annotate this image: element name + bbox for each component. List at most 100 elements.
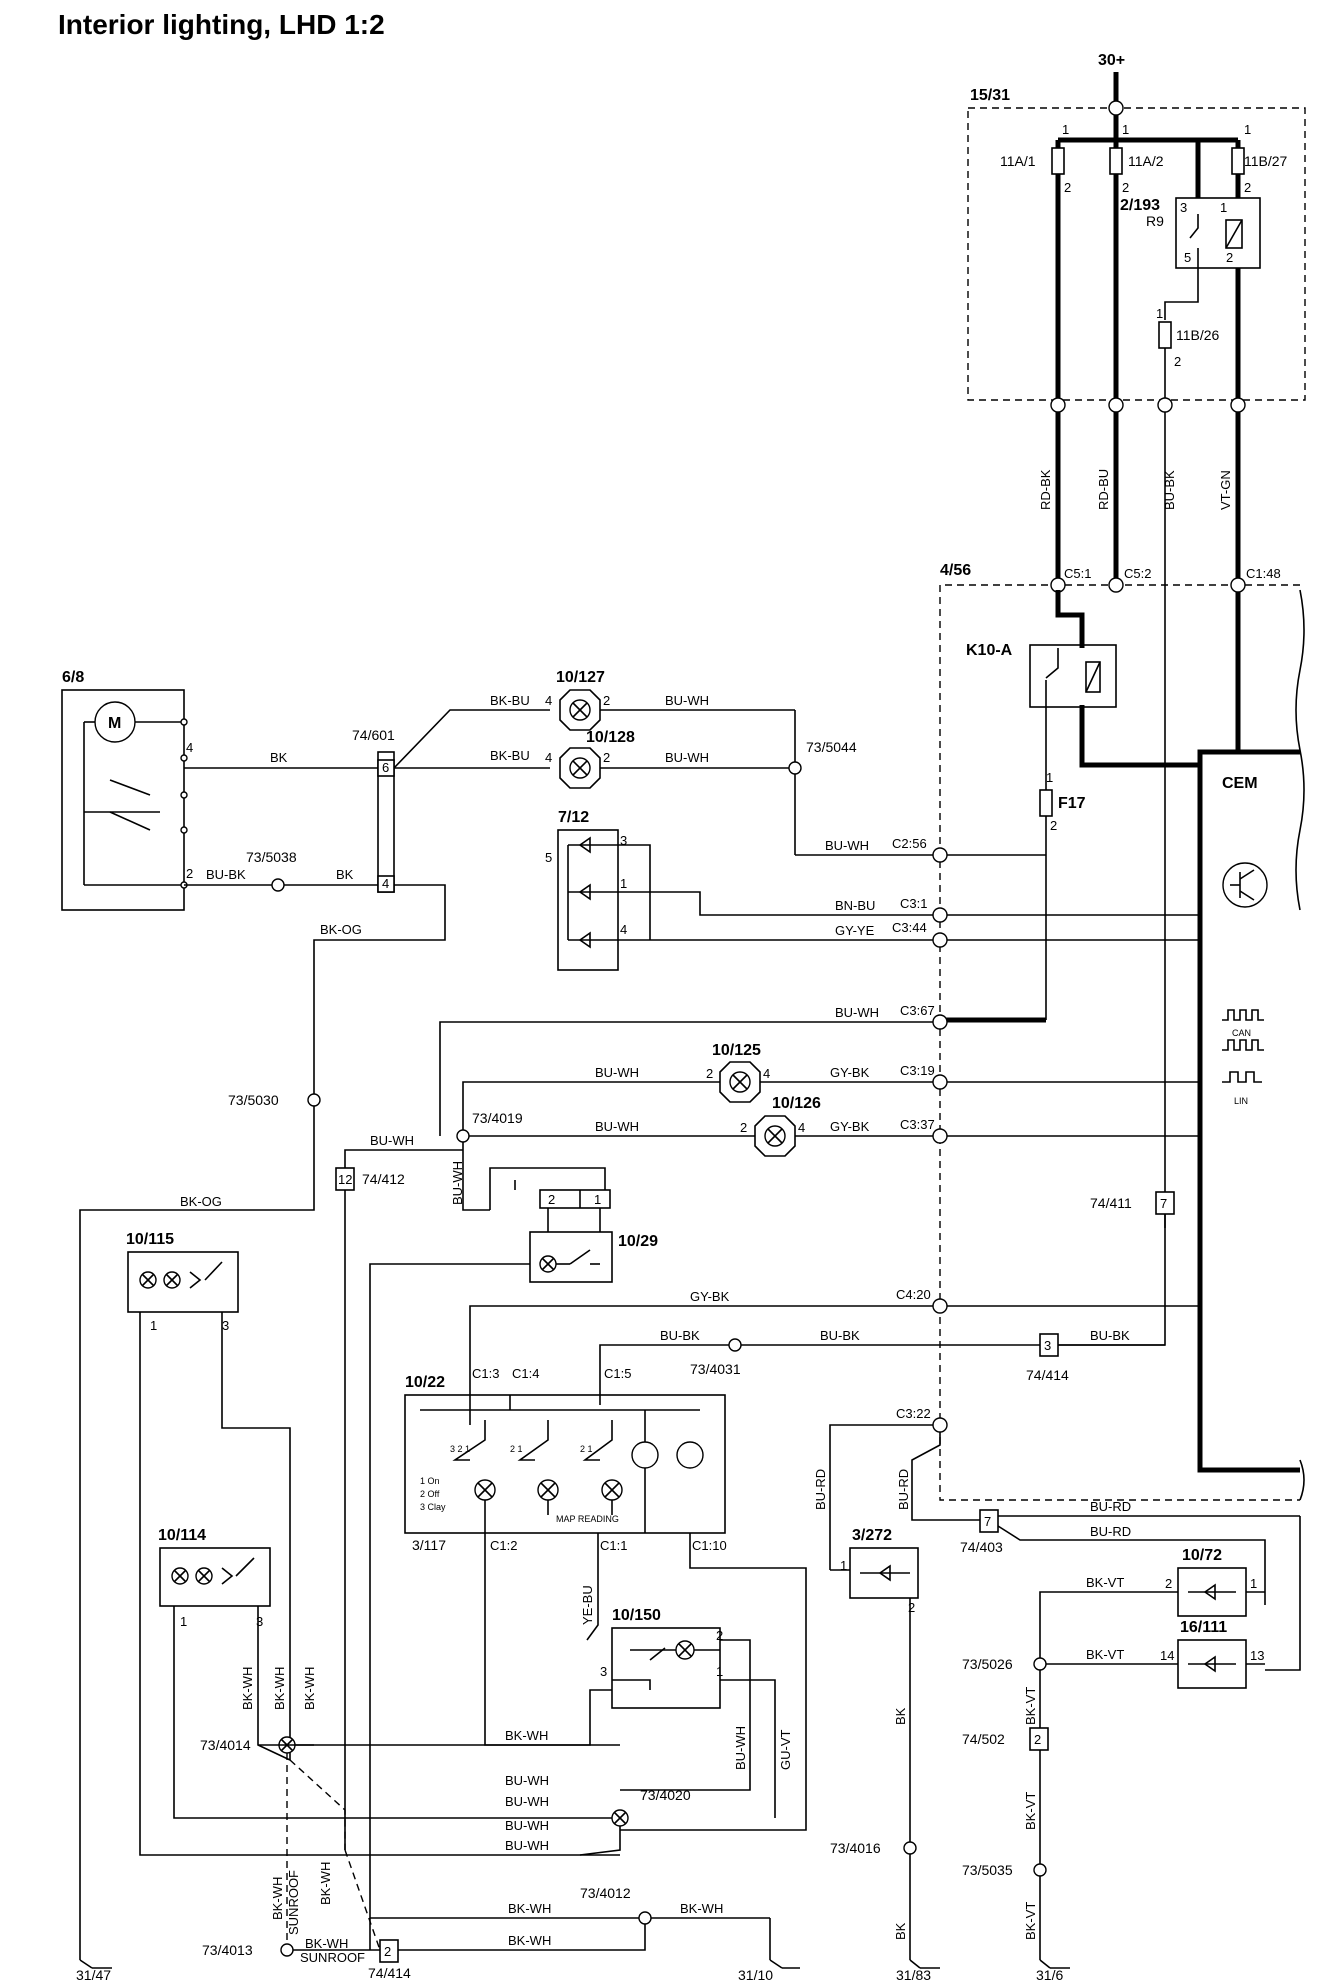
- svg-text:VT-GN: VT-GN: [1218, 470, 1233, 510]
- svg-text:4: 4: [186, 740, 193, 755]
- svg-text:3: 3: [1044, 1338, 1051, 1353]
- svg-text:1: 1: [1156, 306, 1163, 321]
- svg-text:GY-YE: GY-YE: [835, 923, 875, 938]
- svg-text:31/83: 31/83: [896, 1967, 931, 1980]
- svg-text:C1:48: C1:48: [1246, 566, 1281, 581]
- svg-text:C1:10: C1:10: [692, 1538, 727, 1553]
- svg-text:1: 1: [1122, 122, 1129, 137]
- cem-label: CEM: [1222, 775, 1258, 792]
- relay-k10a-label: K10-A: [966, 642, 1013, 659]
- svg-text:C2:56: C2:56: [892, 836, 927, 851]
- svg-text:10/150: 10/150: [612, 1607, 661, 1624]
- svg-text:31/10: 31/10: [738, 1967, 773, 1980]
- svg-text:RD-BU: RD-BU: [1096, 469, 1111, 510]
- svg-text:BU-WH: BU-WH: [595, 1119, 639, 1134]
- splice-73-4019: [456, 1129, 470, 1143]
- svg-text:10/29: 10/29: [618, 1233, 658, 1250]
- svg-text:BU-WH: BU-WH: [825, 838, 869, 853]
- svg-text:BU-RD: BU-RD: [896, 1469, 911, 1510]
- svg-text:3 Clay: 3 Clay: [420, 1502, 446, 1512]
- fuse-11b26-label: 11B/26: [1176, 327, 1220, 343]
- svg-text:2: 2: [548, 1192, 555, 1207]
- svg-text:1: 1: [1250, 1576, 1257, 1591]
- svg-text:C3:37: C3:37: [900, 1117, 935, 1132]
- svg-text:73/4014: 73/4014: [200, 1737, 251, 1753]
- svg-text:BK-WH: BK-WH: [240, 1667, 255, 1710]
- svg-text:BK-WH: BK-WH: [270, 1877, 285, 1920]
- can-signal-icon: [1222, 1009, 1264, 1021]
- svg-text:C1:1: C1:1: [600, 1538, 627, 1553]
- lin-signal-icon: [1222, 1071, 1262, 1083]
- svg-text:BU-WH: BU-WH: [665, 693, 709, 708]
- svg-text:74/414: 74/414: [1026, 1367, 1069, 1383]
- splice-73-5044: [788, 761, 802, 775]
- svg-text:BK-VT: BK-VT: [1023, 1792, 1038, 1830]
- svg-text:10/125: 10/125: [712, 1042, 761, 1059]
- svg-text:73/4020: 73/4020: [640, 1787, 691, 1803]
- svg-text:2: 2: [908, 1600, 915, 1615]
- svg-text:73/5044: 73/5044: [806, 739, 857, 755]
- svg-text:73/4016: 73/4016: [830, 1840, 881, 1856]
- svg-text:2 Off: 2 Off: [420, 1489, 440, 1499]
- relay-r9-label: R9: [1146, 213, 1164, 229]
- svg-text:BU-WH: BU-WH: [505, 1838, 549, 1853]
- svg-text:74/412: 74/412: [362, 1171, 405, 1187]
- svg-text:BK: BK: [336, 867, 354, 882]
- svg-text:BU-WH: BU-WH: [733, 1726, 748, 1770]
- svg-text:BU-BK: BU-BK: [820, 1328, 860, 1343]
- svg-text:BK: BK: [893, 1707, 908, 1725]
- svg-text:BU-RD: BU-RD: [813, 1469, 828, 1510]
- splice-73-5038: [271, 878, 285, 892]
- fuse-11b27-label: 11B/27: [1244, 153, 1288, 169]
- ground-31-6: 31/6: [1036, 1959, 1070, 1980]
- svg-text:BK-WH: BK-WH: [302, 1667, 317, 1710]
- svg-text:2: 2: [186, 866, 193, 881]
- svg-text:10/22: 10/22: [405, 1374, 445, 1391]
- svg-text:2: 2: [1034, 1732, 1041, 1747]
- splice-74-412: [335, 1167, 355, 1191]
- fuse-box-outline: [967, 107, 1306, 401]
- svg-text:73/5026: 73/5026: [962, 1656, 1013, 1672]
- svg-text:4: 4: [545, 750, 552, 765]
- svg-text:3: 3: [620, 833, 627, 848]
- svg-text:2: 2: [603, 750, 610, 765]
- svg-text:BU-RD: BU-RD: [1090, 1524, 1131, 1539]
- relay-2193: [1175, 197, 1261, 269]
- svg-text:74/403: 74/403: [960, 1539, 1003, 1555]
- fuse-box-label: 15/31: [970, 87, 1010, 104]
- splice-73-4031: [728, 1338, 742, 1352]
- svg-text:BK: BK: [893, 1922, 908, 1940]
- svg-text:CAN: CAN: [1232, 1028, 1251, 1038]
- svg-text:73/5035: 73/5035: [962, 1862, 1013, 1878]
- svg-text:BK-OG: BK-OG: [320, 922, 362, 937]
- svg-text:BK-VT: BK-VT: [1023, 1687, 1038, 1725]
- svg-text:C5:2: C5:2: [1124, 566, 1151, 581]
- splice-74-403: [979, 1509, 999, 1533]
- svg-text:73/4012: 73/4012: [580, 1885, 631, 1901]
- cem-box-label: 4/56: [940, 562, 971, 579]
- svg-text:10/115: 10/115: [126, 1231, 174, 1248]
- svg-text:2: 2: [716, 1628, 723, 1643]
- svg-text:1: 1: [1220, 200, 1227, 215]
- relay-k10a: [1029, 644, 1117, 708]
- svg-text:GY-BK: GY-BK: [830, 1065, 870, 1080]
- svg-text:1: 1: [716, 1664, 723, 1679]
- svg-text:1: 1: [1062, 122, 1069, 137]
- svg-text:2 1: 2 1: [510, 1444, 523, 1454]
- svg-text:31/47: 31/47: [76, 1967, 111, 1980]
- cem-module: [1197, 749, 1300, 1473]
- svg-text:3/117: 3/117: [412, 1537, 446, 1553]
- svg-text:BK-WH: BK-WH: [505, 1728, 548, 1743]
- svg-text:GY-BK: GY-BK: [690, 1289, 730, 1304]
- splice-73-5035: [1033, 1863, 1047, 1877]
- svg-text:BU-BK: BU-BK: [206, 867, 246, 882]
- fuse-11a1: [1051, 147, 1065, 175]
- svg-text:BU-WH: BU-WH: [835, 1005, 879, 1020]
- svg-text:SUNROOF: SUNROOF: [286, 1870, 301, 1935]
- svg-text:1: 1: [594, 1192, 601, 1207]
- svg-text:MAP READING: MAP READING: [556, 1514, 619, 1524]
- svg-text:BK-VT: BK-VT: [1086, 1575, 1124, 1590]
- ground-31-47: 31/47: [76, 1959, 112, 1980]
- fuse-11a2-label: 11A/2: [1128, 153, 1164, 169]
- diagram-title: Interior lighting, LHD 1:2: [58, 9, 385, 40]
